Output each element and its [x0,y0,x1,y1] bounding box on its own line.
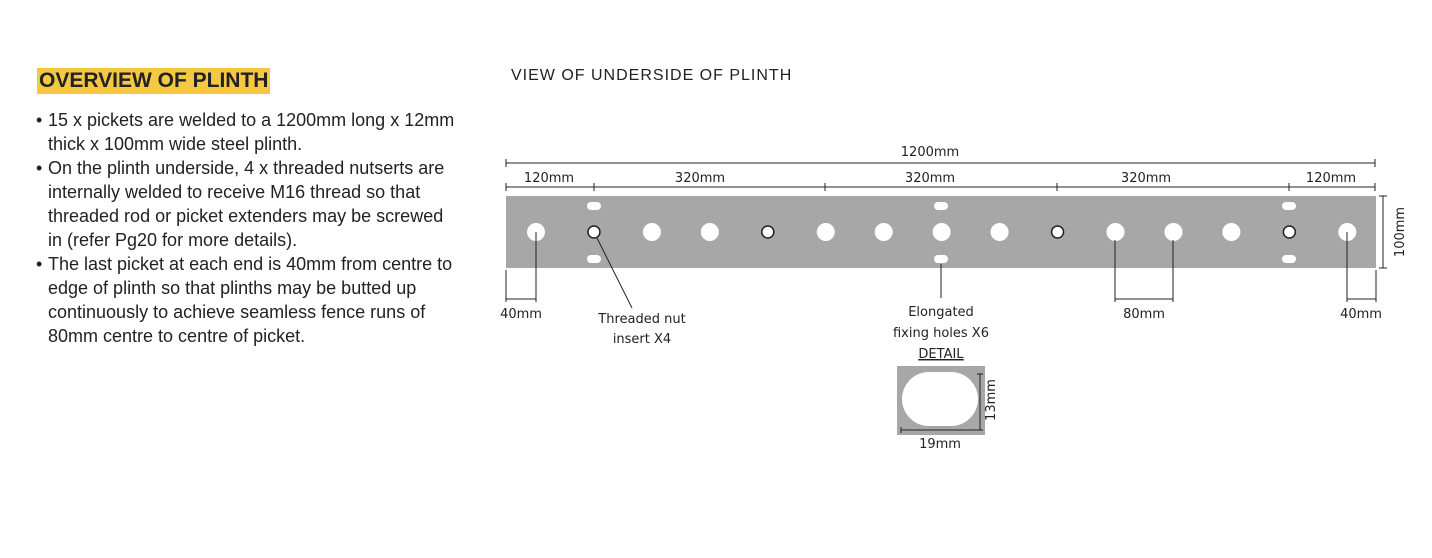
picket-hole [874,223,893,241]
picket-hole [1222,223,1241,241]
segment-label: 120mm [524,171,574,186]
nut-leader-line [596,237,633,309]
bullet-item: The last picket at each end is 40mm from… [36,252,456,348]
threaded-nut-insert [761,225,775,239]
detail-height-label: 13mm [984,379,999,421]
nut-label: Threaded nut [597,312,685,327]
hole-label: Elongated [908,305,974,320]
width-label: 100mm [1393,207,1408,257]
nut-label: insert X4 [613,332,671,347]
elongated-hole-detail [902,372,978,426]
spacing-label: 80mm [1123,307,1165,322]
elongated-fixing-hole [1282,202,1296,210]
hole-label: fixing holes X6 [893,326,989,341]
picket-hole [1164,223,1183,241]
overall-length-label: 1200mm [901,145,959,160]
bullet-item: On the plinth underside, 4 x threaded nu… [36,156,456,252]
elongated-fixing-hole [934,255,948,263]
threaded-nut-insert [1282,225,1297,239]
end-offset-right-label: 40mm [1340,307,1382,322]
diagram-title: VIEW OF UNDERSIDE OF PLINTH [511,67,793,84]
detail-label: DETAIL [918,347,964,362]
elongated-fixing-hole [1282,255,1296,263]
picket-hole [990,223,1009,241]
segment-label: 320mm [675,171,725,186]
overview-title: OVERVIEW OF PLINTH [37,68,271,94]
picket-hole [700,223,719,241]
picket-hole [932,223,951,241]
picket-hole [816,223,835,241]
detail-width-label: 19mm [919,437,961,452]
bullet-item: 15 x pickets are welded to a 1200mm long… [36,108,456,156]
overview-bullets: 15 x pickets are welded to a 1200mm long… [36,108,456,348]
threaded-nut-insert [587,225,601,239]
picket-hole [642,223,661,241]
elongated-fixing-hole [934,202,948,210]
segment-label: 120mm [1306,171,1356,186]
elongated-fixing-hole [587,255,601,263]
picket-hole [1106,223,1125,241]
elongated-fixing-hole [587,202,601,210]
end-offset-left-label: 40mm [500,307,542,322]
segment-label: 320mm [1121,171,1171,186]
segment-label: 320mm [905,171,955,186]
threaded-nut-insert [1050,225,1065,239]
